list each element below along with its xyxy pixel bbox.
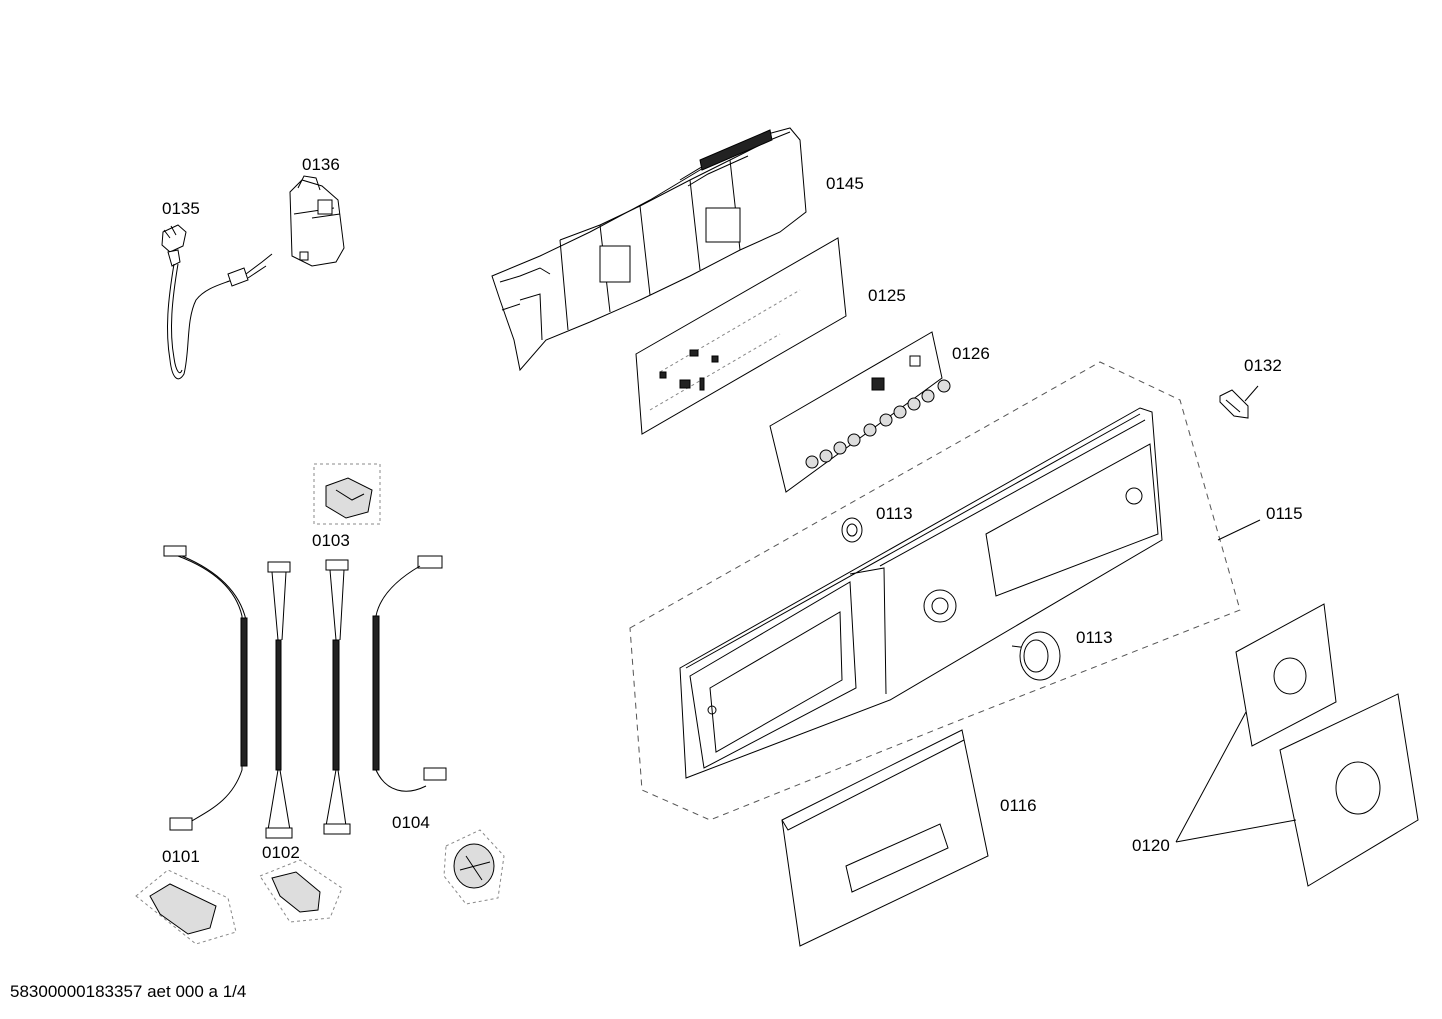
decor-plates-part: [1175, 603, 1419, 887]
bracket-part: [1219, 385, 1259, 419]
label-0113-b: 0113: [1076, 628, 1113, 647]
sensor-0101: [135, 869, 237, 945]
label-0103: 0103: [312, 531, 350, 550]
label-0145: 0145: [826, 174, 864, 193]
leader-line-0115: [1217, 519, 1261, 541]
control-housing-part: [491, 127, 807, 372]
filter-part: [289, 175, 345, 267]
sensor-0102: [259, 859, 343, 923]
label-0132: 0132: [1244, 356, 1282, 375]
sensor-0104: [443, 829, 505, 905]
power-cord-part: [161, 224, 273, 380]
front-panel-part: [679, 407, 1163, 779]
label-0101: 0101: [162, 847, 200, 866]
label-0136: 0136: [302, 155, 340, 174]
display-pcb-part: [769, 331, 951, 493]
drawer-handle-part: [781, 729, 989, 947]
label-0102: 0102: [262, 843, 300, 862]
label-0113-a: 0113: [876, 504, 913, 523]
document-reference: 58300000183357 aet 000 a 1/4: [10, 982, 247, 1001]
knob-small-part: [841, 517, 863, 543]
label-0135: 0135: [162, 199, 200, 218]
switch-part-0103: [313, 463, 381, 525]
label-0115: 0115: [1266, 504, 1303, 523]
main-pcb-part: [635, 237, 847, 435]
label-0120: 0120: [1132, 836, 1170, 855]
label-0125: 0125: [868, 286, 906, 305]
label-0126: 0126: [952, 344, 990, 363]
label-0104: 0104: [392, 813, 430, 832]
knob-large-part: [1011, 631, 1061, 681]
wire-harness-0103: [323, 559, 351, 835]
wire-harness-0104: [372, 555, 447, 792]
label-0116: 0116: [1000, 796, 1037, 815]
wire-harness-0101: [163, 545, 248, 831]
wire-harness-0102: [265, 561, 293, 839]
panel-group-outline: [629, 361, 1241, 821]
